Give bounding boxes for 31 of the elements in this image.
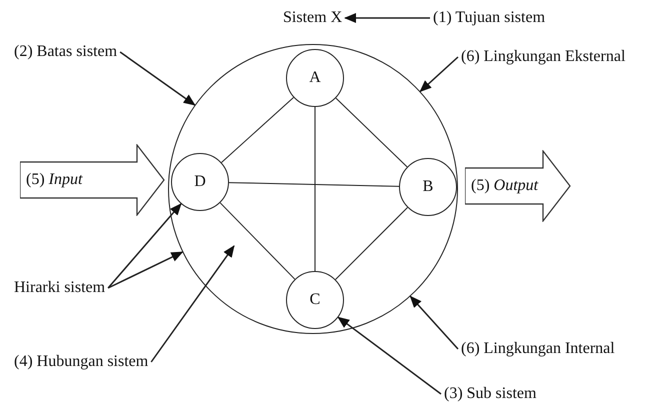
annotation-text: (4) Hubungan sistem (14, 352, 148, 372)
leader-arrow (410, 296, 459, 350)
connector-line (220, 202, 296, 280)
annotation-text: (3) Sub sistem (444, 384, 536, 404)
system-boundary-circle (168, 44, 458, 334)
leader-arrow (419, 56, 458, 92)
connector-line (228, 182, 400, 187)
leader-arrow (108, 203, 182, 288)
leader-arrow (150, 245, 235, 362)
arrow-label: (5) Output (471, 176, 538, 196)
annotation-text: Hirarki sistem (14, 278, 106, 298)
leader-arrow (337, 316, 442, 395)
annotation-text: (6) Lingkungan Internal (461, 339, 615, 359)
subsystem-circle: A (286, 49, 344, 107)
subsystem-circle: C (286, 271, 344, 329)
subsystem-circle: D (171, 153, 229, 211)
connector-line (221, 97, 294, 163)
input-block-arrow (20, 144, 165, 216)
annotation-text: (6) Lingkungan Eksternal (461, 47, 626, 67)
connector-line (335, 98, 408, 168)
leader-arrow (344, 13, 430, 23)
annotation-text: (1) Tujuan sistem (433, 8, 546, 28)
connector-line (314, 106, 316, 272)
leader-arrow (120, 51, 196, 106)
leader-arrow (108, 251, 184, 289)
system-name: Sistem X (283, 8, 342, 28)
arrow-label: (5) Input (26, 170, 82, 190)
output-block-arrow (465, 150, 571, 222)
connector-line (335, 207, 408, 280)
subsystem-circle: B (399, 158, 457, 216)
annotation-text: (2) Batas sistem (14, 42, 118, 62)
